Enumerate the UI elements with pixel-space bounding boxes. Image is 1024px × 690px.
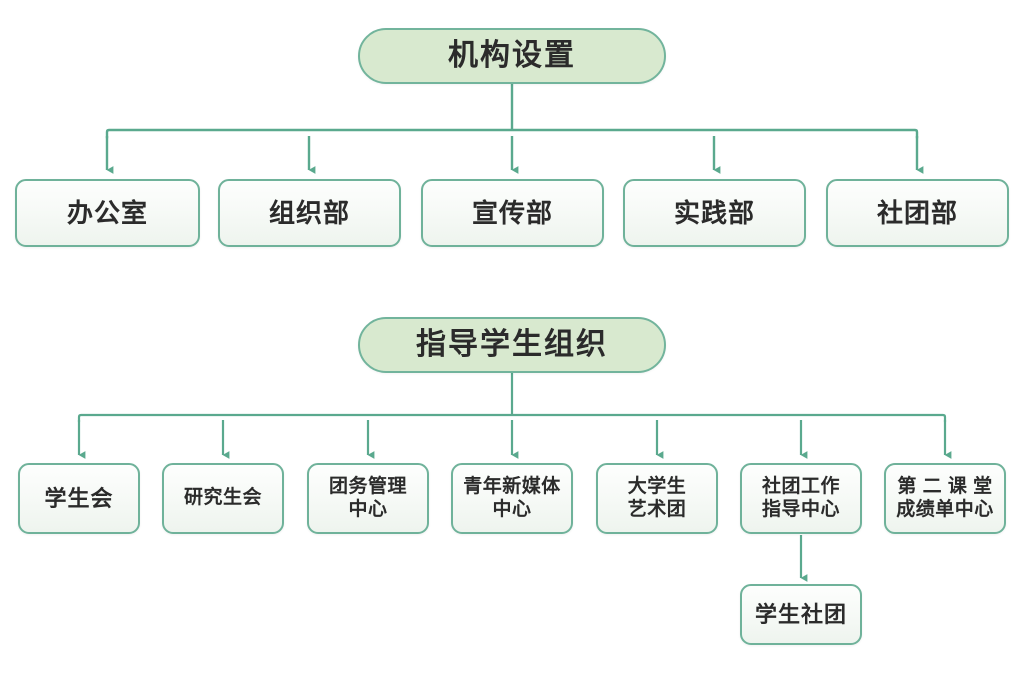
- node-art-troupe[interactable]: 大学生 艺术团: [596, 463, 718, 534]
- node-student-union[interactable]: 学生会: [18, 463, 140, 534]
- node-graduate-union[interactable]: 研究生会: [162, 463, 284, 534]
- section-header-student-orgs[interactable]: 指导学生组织: [358, 317, 666, 373]
- node-club-dept[interactable]: 社团部: [826, 179, 1009, 247]
- connector-group-section-organization: [105, 84, 924, 174]
- node-youth-media-center[interactable]: 青年新媒体 中心: [451, 463, 573, 534]
- node-practice-dept[interactable]: 实践部: [623, 179, 806, 247]
- node-publicity-dept[interactable]: 宣传部: [421, 179, 604, 247]
- node-organization-dept[interactable]: 组织部: [218, 179, 401, 247]
- node-league-admin-center[interactable]: 团务管理 中心: [307, 463, 429, 534]
- node-club-guidance-center[interactable]: 社团工作 指导中心: [740, 463, 862, 534]
- node-student-clubs[interactable]: 学生社团: [740, 584, 862, 645]
- section-header-organization[interactable]: 机构设置: [358, 28, 666, 84]
- node-second-classroom-center[interactable]: 第 二 课 堂 成绩单中心: [884, 463, 1006, 534]
- node-office[interactable]: 办公室: [15, 179, 200, 247]
